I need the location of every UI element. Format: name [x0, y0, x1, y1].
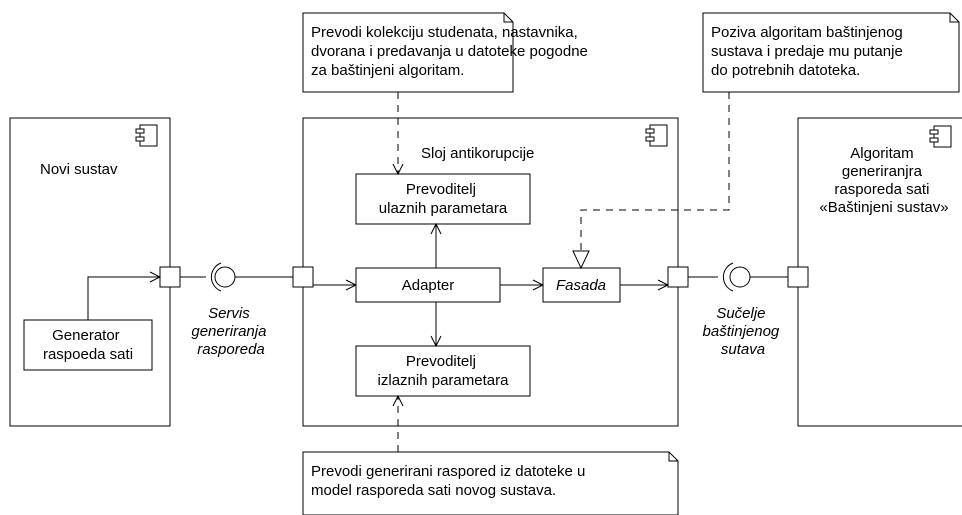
- adapter-label: Adapter: [402, 277, 455, 294]
- component-icon: [135, 124, 158, 147]
- note-input-line-1: Prevodi kolekciju studenata, nastavnika,: [311, 24, 578, 41]
- port-novi-sustav[interactable]: [159, 266, 181, 288]
- prevoditelj-izlaznih-label: Prevoditelj izlaznih parametara: [378, 353, 510, 389]
- sucelje-label: Sučelje baštinjenog sutava: [703, 305, 784, 358]
- algoritam-line-1: Algoritam: [850, 145, 913, 162]
- servis-line-1: Servis: [208, 305, 250, 322]
- note-legacy-text: Poziva algoritam baštinjenog sustava i p…: [711, 24, 907, 79]
- anchor-note-legacy: [580, 92, 730, 251]
- sucelje-ball: [729, 266, 751, 288]
- class-adapter[interactable]: Adapter: [355, 267, 501, 303]
- note-input-text: Prevodi kolekciju studenata, nastavnika,…: [311, 24, 592, 79]
- note-legacy-line-2: sustava i predaje mu putanje: [711, 43, 903, 60]
- servis-label: Servis generiranja rasporeda: [191, 305, 270, 358]
- algoritam-line-2: generiranjra: [842, 163, 923, 180]
- component-icon: [929, 125, 952, 148]
- note-legacy-line-1: Poziva algoritam baštinjenog: [711, 24, 903, 41]
- sucelje-socket: [722, 262, 734, 292]
- note-fold: [949, 13, 959, 23]
- servis-line-2: generiranja: [191, 323, 266, 340]
- note-fold: [668, 452, 678, 462]
- prevoditelj-izlaznih-line-2: izlaznih parametara: [378, 372, 510, 389]
- note-output-translation[interactable]: Prevodi generirani raspored iz datoteke …: [302, 451, 679, 515]
- interface-servis[interactable]: Servis generiranja rasporeda: [180, 262, 293, 358]
- component-icon: [645, 124, 668, 147]
- prevoditelj-ulaznih-line-1: Prevoditelj: [406, 181, 476, 198]
- sucelje-line-1: Sučelje: [716, 305, 765, 322]
- port-sloj-izlaz[interactable]: [667, 266, 689, 288]
- component-novi-sustav[interactable]: Novi sustav: [9, 117, 171, 427]
- class-prevoditelj-ulaznih[interactable]: Prevoditelj ulaznih parametara: [355, 173, 531, 225]
- sucelje-line-3: sutava: [721, 341, 765, 358]
- algoritam-line-4: «Baštinjeni sustav»: [819, 199, 948, 216]
- generator-label: Generator raspoeda sati: [43, 327, 133, 363]
- connector-generator-to-port: [87, 277, 160, 320]
- class-prevoditelj-izlaznih[interactable]: Prevoditelj izlaznih parametara: [355, 345, 531, 397]
- anchor-note-legacy-arrowhead: [572, 250, 590, 270]
- port-sloj-ulaz[interactable]: [292, 266, 314, 288]
- class-fasada[interactable]: Fasada: [542, 267, 621, 303]
- component-name-algoritam: Algoritam generiranjra rasporeda sati «B…: [819, 145, 948, 216]
- generator-line-2: raspoeda sati: [43, 346, 133, 363]
- prevoditelj-izlaznih-line-1: Prevoditelj: [406, 353, 476, 370]
- servis-socket: [210, 262, 222, 292]
- servis-line-3: rasporeda: [197, 341, 265, 358]
- note-legacy-line-3: do potrebnih datoteka.: [711, 62, 860, 79]
- component-name-sloj-antikorupcije: Sloj antikorupcije: [421, 145, 534, 162]
- note-output-line-2: model rasporeda sati novog sustava.: [311, 482, 556, 499]
- prevoditelj-ulaznih-label: Prevoditelj ulaznih parametara: [379, 181, 508, 217]
- component-name-novi-sustav: Novi sustav: [40, 161, 118, 178]
- note-input-line-3: za baštinjeni algoritam.: [311, 62, 464, 79]
- note-input-line-2: dvorana i predavanja u datoteke pogodne: [311, 43, 588, 60]
- algoritam-line-3: rasporeda sati: [834, 181, 929, 198]
- note-input-translation[interactable]: Prevodi kolekciju studenata, nastavnika,…: [302, 12, 592, 93]
- class-generator[interactable]: Generator raspoeda sati: [23, 319, 153, 371]
- note-fold: [503, 13, 513, 23]
- servis-ball: [214, 266, 236, 288]
- note-output-text: Prevodi generirani raspored iz datoteke …: [311, 463, 590, 499]
- interface-sucelje[interactable]: Sučelje baštinjenog sutava: [688, 262, 788, 358]
- fasada-label: Fasada: [556, 277, 606, 294]
- generator-line-1: Generator: [52, 327, 120, 344]
- prevoditelj-ulaznih-line-2: ulaznih parametara: [379, 200, 508, 217]
- note-legacy-call[interactable]: Poziva algoritam baštinjenog sustava i p…: [702, 12, 960, 93]
- note-output-line-1: Prevodi generirani raspored iz datoteke …: [311, 463, 585, 480]
- port-algoritam[interactable]: [787, 266, 809, 288]
- component-algoritam[interactable]: Algoritam generiranjra rasporeda sati «B…: [797, 117, 962, 427]
- sucelje-line-2: baštinjenog: [703, 323, 780, 340]
